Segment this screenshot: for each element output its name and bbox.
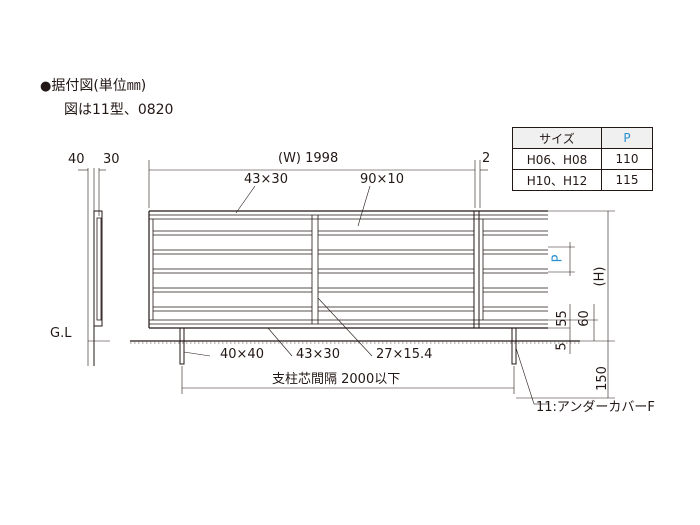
- size-table-header-size: サイズ: [512, 127, 602, 149]
- leader-lines: [183, 185, 548, 405]
- dim-base-55: 55: [554, 310, 570, 327]
- label-mid-post: 27×15.4: [376, 347, 433, 362]
- dim-foot-150: 150: [594, 366, 610, 391]
- fence-panel: [148, 210, 548, 329]
- label-slat: 90×10: [360, 172, 404, 187]
- size-table-row: H06、H08 110: [512, 148, 653, 170]
- dim-width: (W) 1998: [278, 151, 339, 166]
- title-text: 据付図(単位㎜): [51, 78, 147, 94]
- dim-height: (H): [592, 266, 608, 287]
- side-view: [78, 168, 110, 366]
- size-table-row: H10、H12 115: [512, 169, 653, 191]
- label-post-spacing: 支柱芯間隔 2000以下: [272, 372, 401, 387]
- label-top-rail: 43×30: [244, 172, 288, 187]
- label-post-size: 40×40: [220, 347, 264, 362]
- dim-pitch: P: [550, 254, 566, 263]
- dim-side-30: 30: [103, 152, 120, 167]
- slats: [153, 230, 548, 312]
- size-table-cell-p: 110: [601, 148, 653, 170]
- label-bottom-rail: 43×30: [296, 347, 340, 362]
- size-table: サイズ P H06、H08 110 H10、H12 115: [512, 127, 653, 191]
- dim-foot-5: 5: [554, 342, 570, 351]
- size-table-cell-size: H06、H08: [512, 148, 602, 170]
- size-table-cell-size: H10、H12: [512, 169, 602, 191]
- ground-and-posts: [130, 327, 580, 394]
- dim-end-gap: 2: [482, 151, 491, 166]
- diagram-note: 図は11型、0820: [64, 102, 174, 118]
- size-table-cell-p: 115: [601, 169, 653, 191]
- dim-base-60: 60: [576, 310, 592, 327]
- height-dimension: [516, 210, 615, 399]
- label-under-cover: 11:アンダーカバーF: [536, 400, 655, 415]
- width-dimension: [148, 160, 488, 208]
- bullet-icon: ●: [40, 79, 52, 94]
- label-ground-line: G.L: [50, 326, 72, 341]
- dim-side-40: 40: [68, 152, 85, 167]
- diagram-title: ●据付図(単位㎜): [40, 79, 146, 93]
